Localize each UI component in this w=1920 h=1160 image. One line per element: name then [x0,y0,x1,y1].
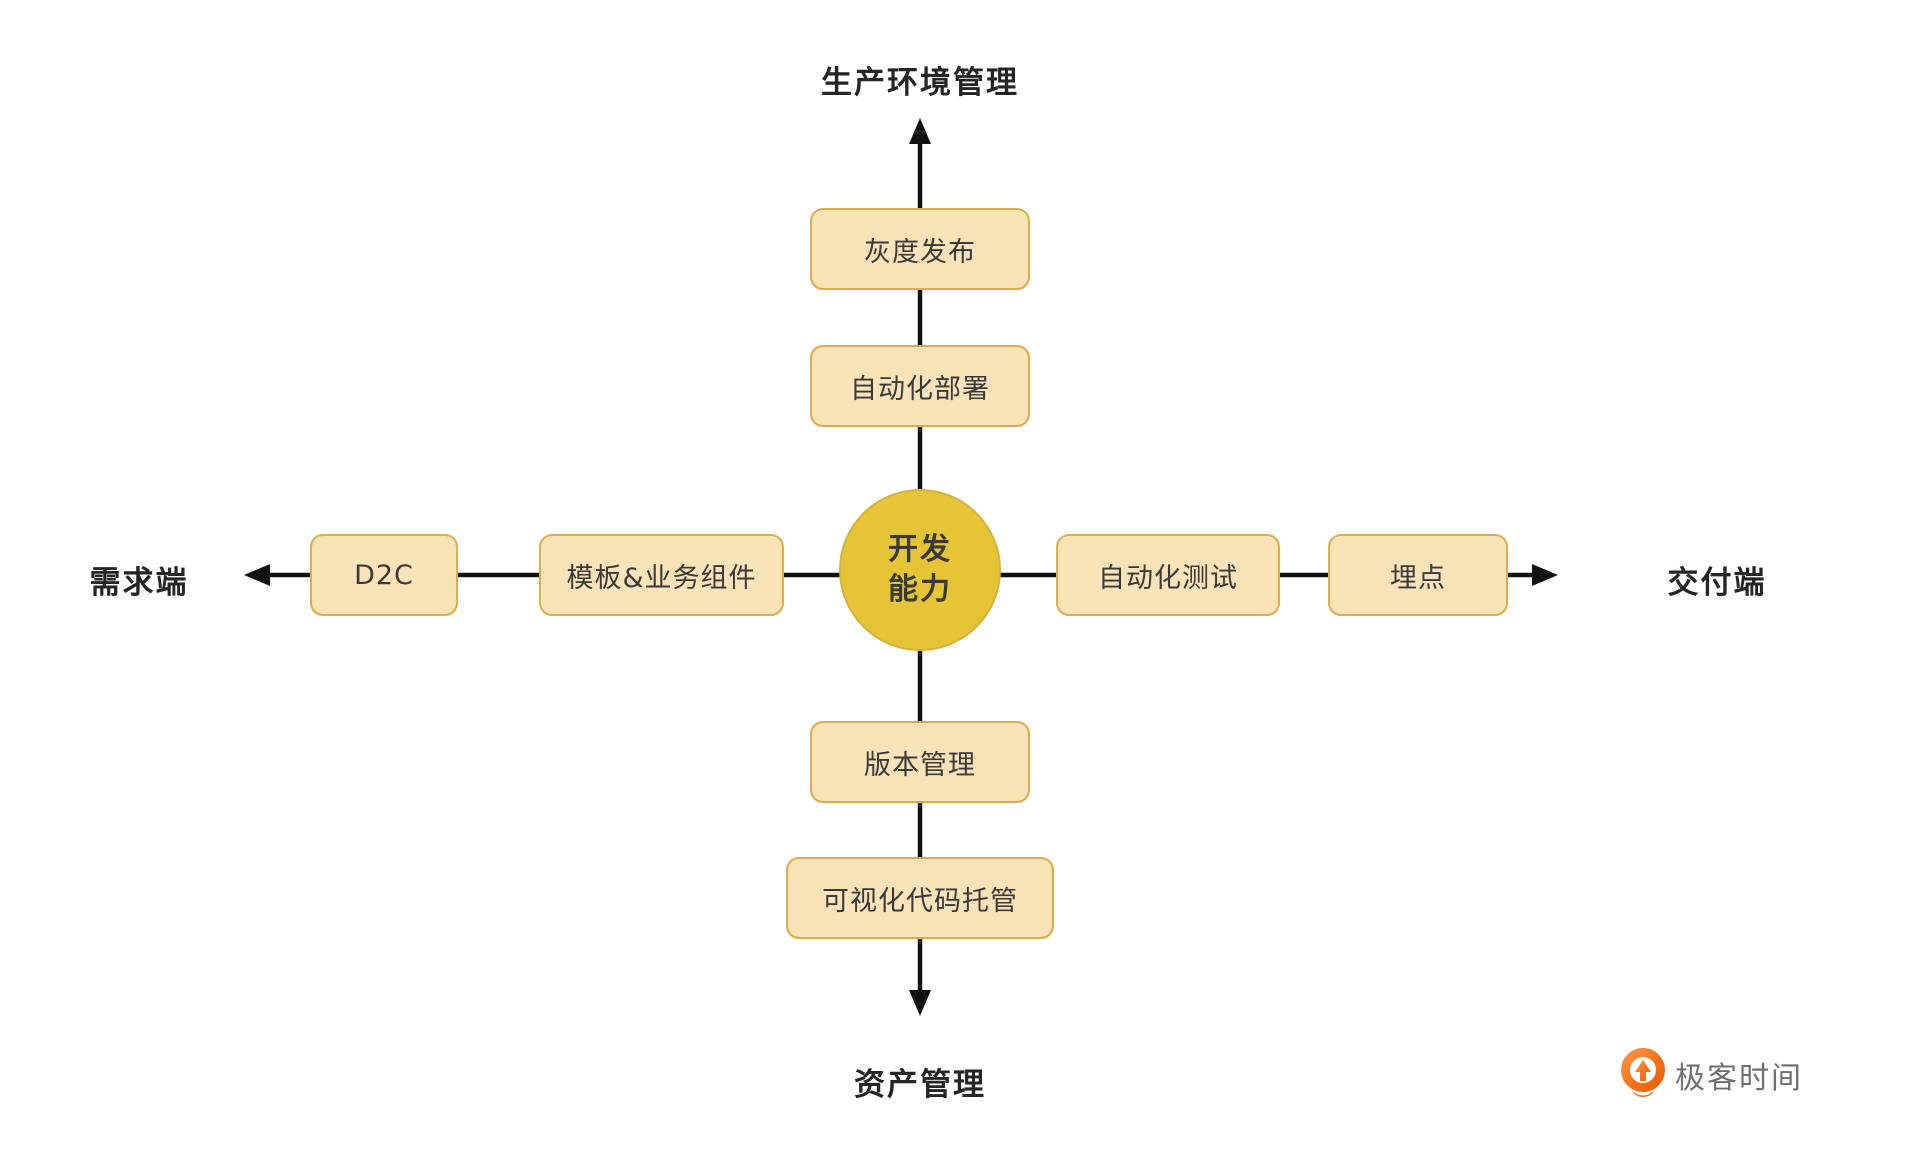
arrowhead-left-icon [244,564,270,586]
geektime-logo: 极客时间 [1620,1048,1803,1102]
node-visual-code-hosting: 可视化代码托管 [786,857,1054,939]
node-automated-testing: 自动化测试 [1056,534,1280,616]
axis-label-top: 生产环境管理 [821,65,1019,101]
axis-label-bottom: 资产管理 [854,1067,986,1103]
geektime-logo-text: 极客时间 [1675,1061,1803,1096]
arrowhead-right-icon [1532,564,1558,586]
geektime-logo-icon [1621,1048,1665,1097]
node-d2c: D2C [310,534,458,616]
node-gray-release: 灰度发布 [810,208,1030,290]
node-template-business-components: 模板&业务组件 [539,534,784,616]
center-node-label-line2: 能力 [888,572,952,607]
axis-label-left: 需求端 [89,565,189,601]
node-automated-deployment: 自动化部署 [810,345,1030,427]
node-tracking: 埋点 [1328,534,1508,616]
center-node-dev-capability: 开发 能力 [839,489,1001,651]
center-node-label-line1: 开发 [888,531,952,567]
axis-label-right: 交付端 [1667,565,1767,601]
arrowhead-up-icon [909,118,931,144]
node-version-management: 版本管理 [810,721,1030,803]
arrowhead-down-icon [909,990,931,1016]
